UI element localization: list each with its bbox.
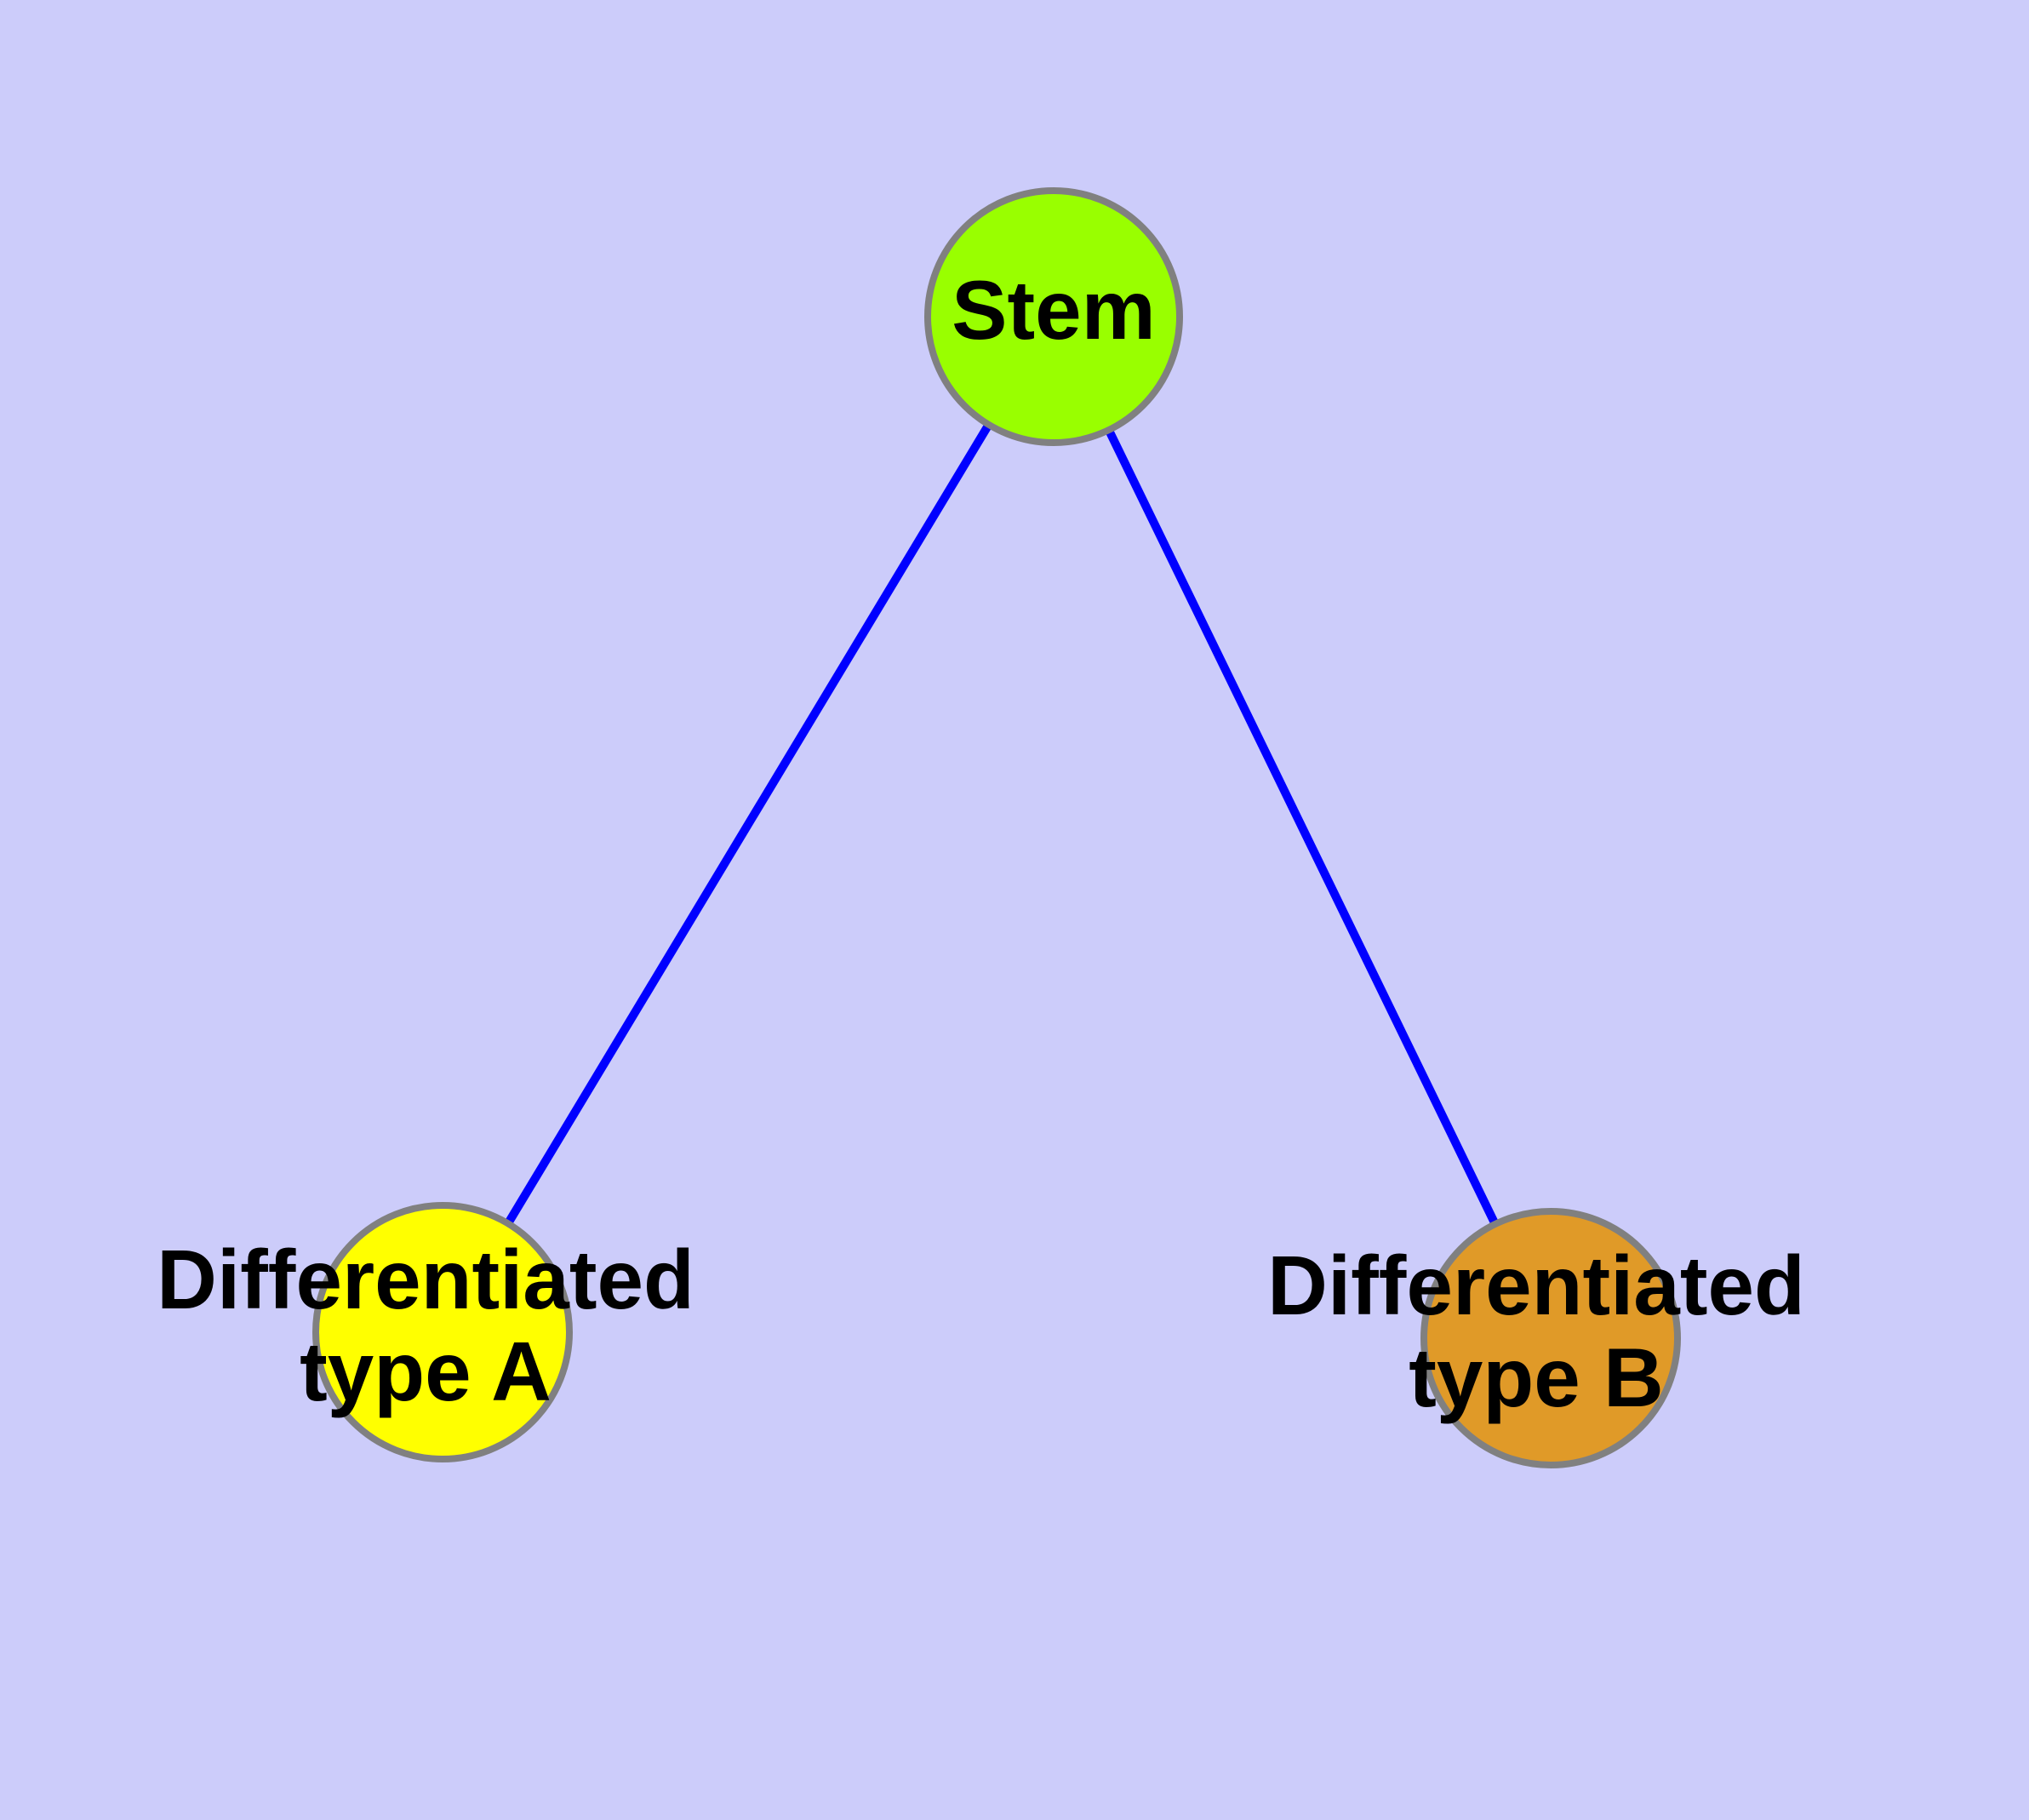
- edge-stem-diff-b[interactable]: [1049, 314, 1555, 1341]
- node-label-diff_a-line-2: type A: [300, 1325, 552, 1418]
- node-stem[interactable]: Stem: [924, 187, 1183, 446]
- node-circle-diff_a[interactable]: [312, 1202, 573, 1462]
- edge-stem-diff-a[interactable]: [438, 314, 1058, 1335]
- node-circle-stem[interactable]: [924, 187, 1183, 446]
- node-label-stem: Stem: [952, 263, 1156, 357]
- node-label-diff_b-line-1: Differentiated: [1267, 1239, 1805, 1332]
- node-circle-diff_b[interactable]: [1420, 1208, 1681, 1468]
- node-label-diff_a-line-1: Differentiated: [157, 1233, 694, 1326]
- node-label-diff_b-line-2: type B: [1409, 1331, 1664, 1424]
- edges-layer: [438, 314, 1555, 1341]
